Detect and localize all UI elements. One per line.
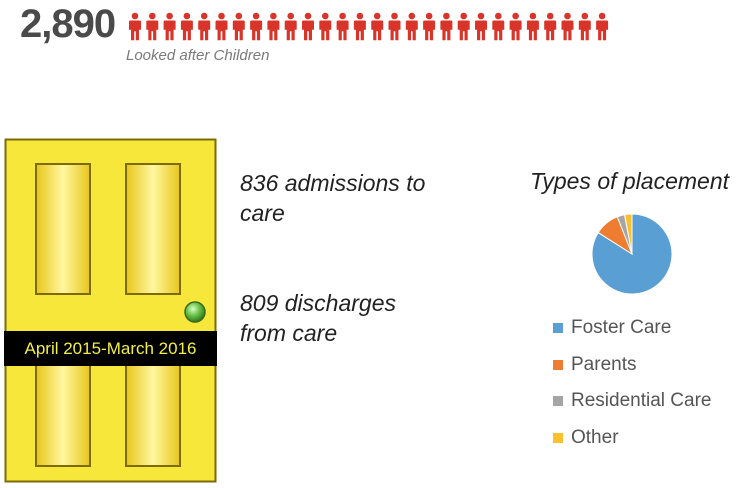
legend-label: Parents	[571, 353, 637, 375]
person-icon	[319, 12, 332, 41]
person-icon	[544, 12, 557, 41]
person-icon	[198, 12, 211, 41]
person-icon	[353, 12, 366, 41]
person-icon	[475, 12, 487, 41]
person-icon	[526, 12, 539, 41]
legend-item: Other	[553, 420, 711, 457]
placement-pie-chart	[589, 211, 675, 297]
person-icon	[423, 12, 436, 41]
legend-label: Other	[571, 426, 619, 448]
person-icon	[578, 12, 591, 41]
person-icon	[440, 12, 453, 41]
person-icon-row	[128, 12, 628, 42]
legend-item: Foster Care	[553, 310, 711, 347]
door-knob-icon	[184, 301, 206, 323]
legend-item: Residential Care	[553, 383, 711, 420]
lac-caption: Looked after Children	[126, 47, 270, 64]
legend-swatch	[553, 323, 563, 334]
person-icon	[232, 12, 245, 41]
person-icon	[596, 12, 609, 41]
legend-label: Residential Care	[571, 390, 712, 412]
legend-label: Foster Care	[571, 317, 672, 339]
person-icon	[146, 12, 159, 41]
date-range-label: April 2015-March 2016	[4, 331, 217, 366]
person-icon	[492, 12, 505, 41]
chart-title: Types of placement	[530, 168, 730, 194]
person-icon	[215, 12, 228, 41]
person-icon	[371, 12, 384, 41]
person-icon	[457, 12, 470, 41]
lac-count: 2,890	[20, 2, 116, 46]
person-icon	[267, 12, 280, 41]
door-illustration	[4, 138, 217, 483]
legend-swatch	[553, 396, 563, 407]
person-icon	[163, 12, 176, 41]
legend-item: Parents	[553, 347, 711, 384]
person-icon	[180, 12, 193, 41]
legend-swatch	[553, 359, 563, 370]
person-icon	[561, 12, 574, 41]
person-icon	[509, 12, 522, 41]
person-icon	[129, 12, 141, 41]
discharges-stat: 809 discharges from care	[240, 290, 396, 346]
person-icon	[336, 12, 349, 41]
person-icon	[405, 12, 418, 41]
person-icon	[302, 12, 314, 41]
person-icon	[284, 12, 297, 41]
person-icon	[250, 12, 263, 41]
legend-swatch	[553, 432, 563, 443]
person-icon	[388, 12, 401, 41]
admissions-stat: 836 admissions to care	[240, 170, 426, 226]
pie-slice-other	[623, 213, 633, 255]
